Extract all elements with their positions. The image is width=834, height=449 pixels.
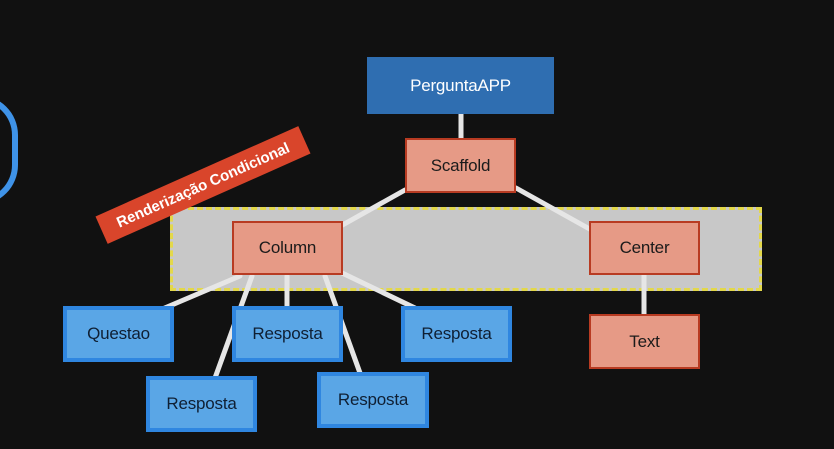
node-perguntaapp: PerguntaAPP	[367, 57, 554, 114]
node-resposta-1: Resposta	[232, 306, 343, 362]
edge-column-questao	[157, 273, 243, 313]
node-resposta-4: Resposta	[317, 372, 429, 428]
node-resposta-3: Resposta	[401, 306, 512, 362]
node-text: Text	[589, 314, 700, 369]
node-center: Center	[589, 221, 700, 275]
edge-scaffold-center	[513, 185, 598, 235]
edge-column-resposta-right	[337, 269, 418, 311]
node-questao: Questao	[63, 306, 174, 362]
node-column: Column	[232, 221, 343, 275]
node-scaffold: Scaffold	[405, 138, 516, 193]
node-resposta-2: Resposta	[146, 376, 257, 432]
